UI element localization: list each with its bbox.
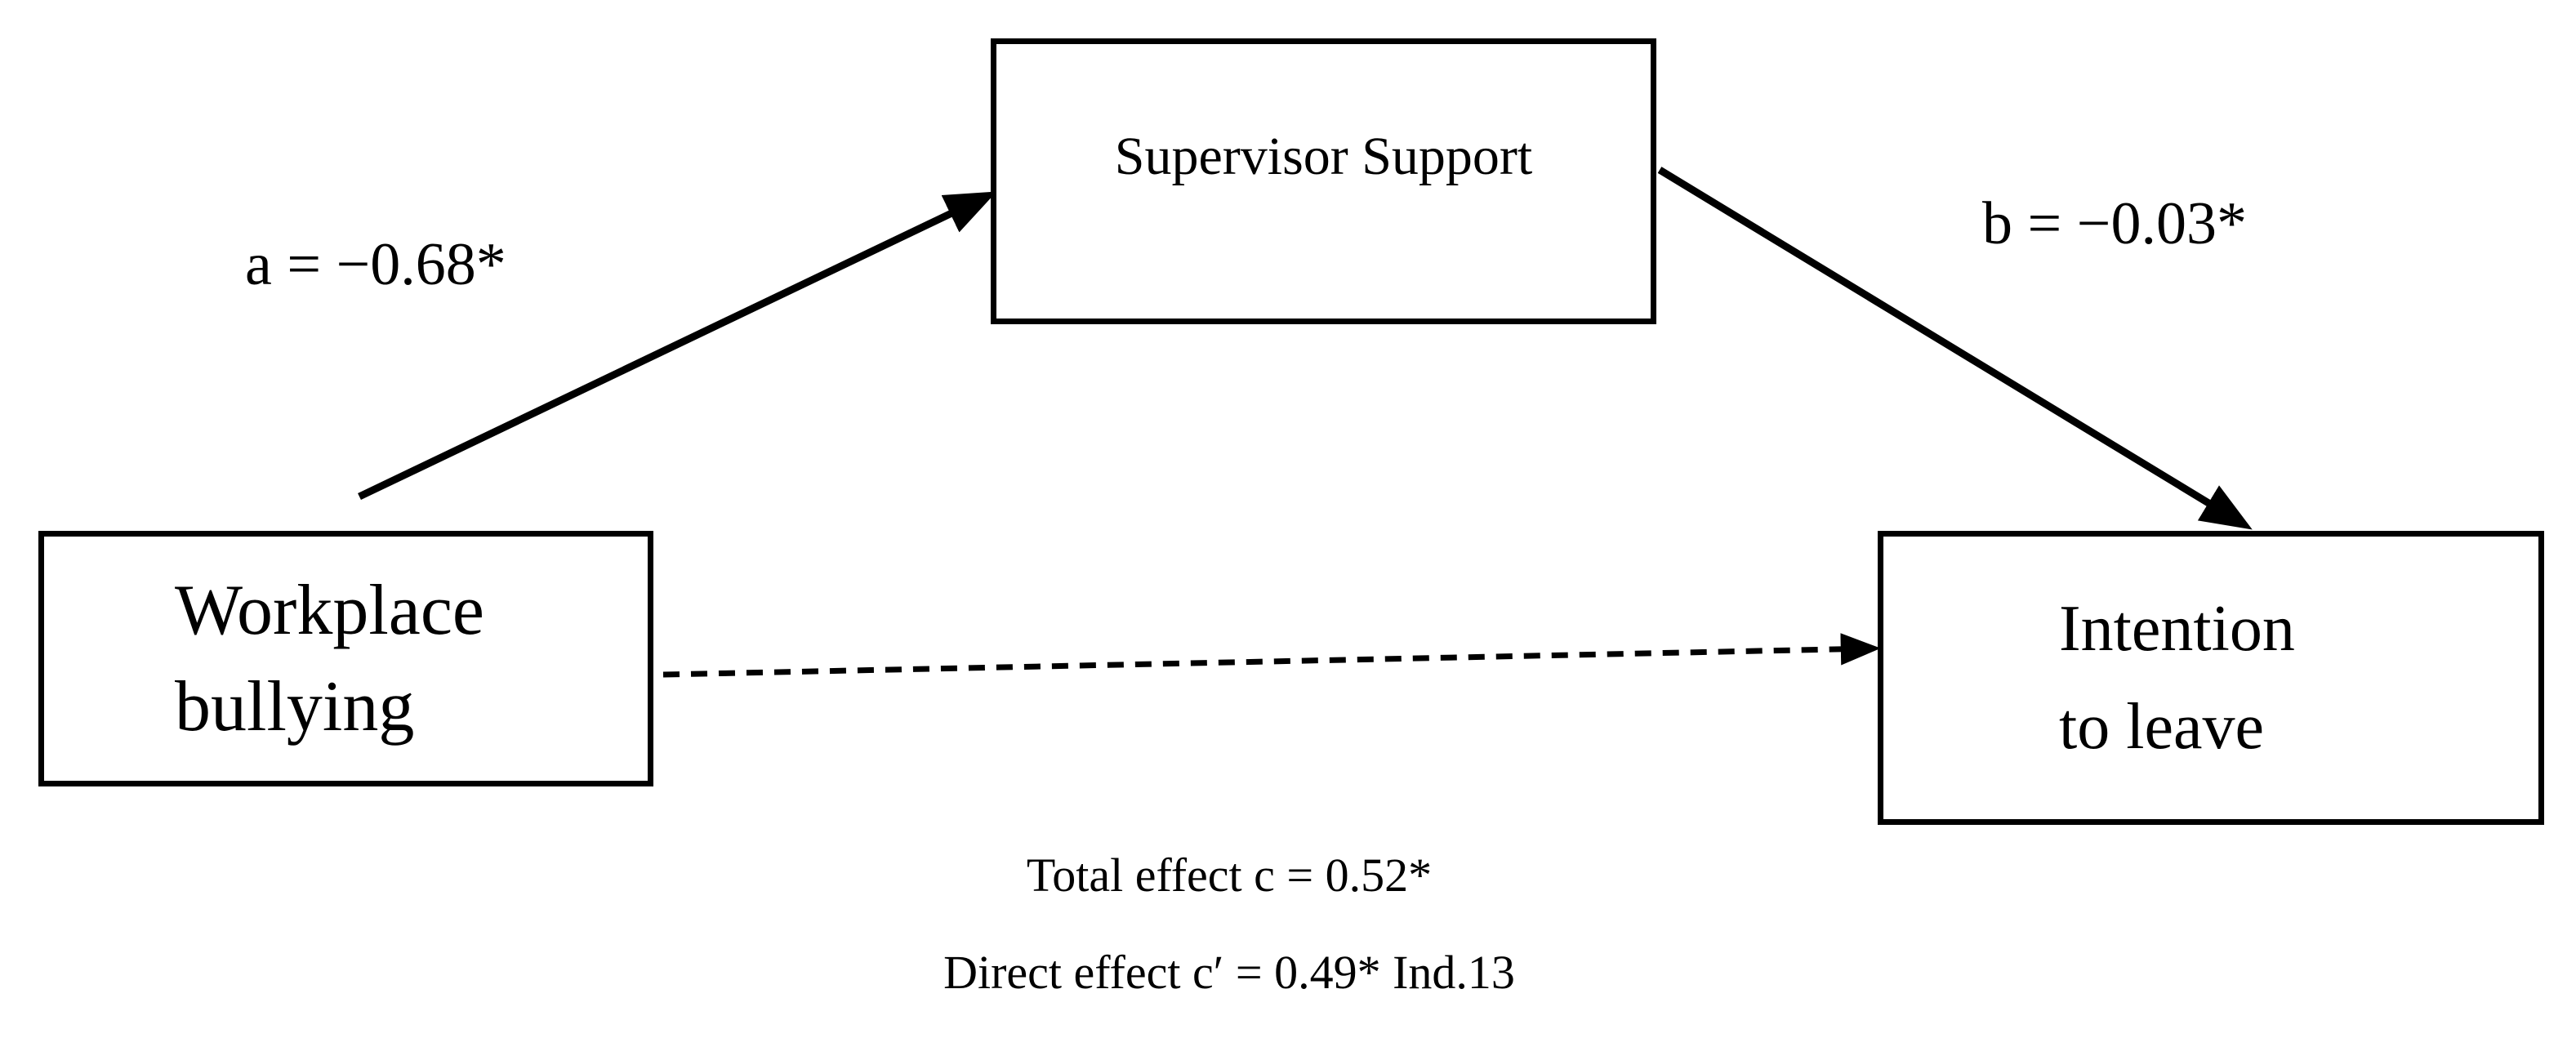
independent-box-label-line1: Workplace xyxy=(175,570,484,650)
path-a-coefficient-label: a = −0.68* xyxy=(245,231,506,298)
direct-effect-label: Direct effect c′ = 0.49* Ind.13 xyxy=(943,946,1515,999)
dependent-variable-box: Intention to leave xyxy=(1878,531,2544,825)
path-b-arrow xyxy=(1657,167,2253,530)
dependent-box-label-line1: Intention xyxy=(2059,593,2295,665)
mediator-box: Supervisor Support xyxy=(991,38,1656,324)
path-a-arrow xyxy=(358,191,997,501)
path-c-dashed-arrow xyxy=(662,633,1881,678)
independent-variable-box: Workplace bullying xyxy=(38,531,653,786)
dependent-box-label-line2: to leave xyxy=(2059,691,2264,763)
total-effect-label: Total effect c = 0.52* xyxy=(1026,849,1433,902)
independent-box-label-line2: bullying xyxy=(175,666,415,746)
path-b-coefficient-label: b = −0.03* xyxy=(1982,190,2247,257)
effects-annotation: Total effect c = 0.52* Direct effect c′ … xyxy=(943,848,1515,1000)
mediator-box-label: Supervisor Support xyxy=(1114,127,1533,187)
